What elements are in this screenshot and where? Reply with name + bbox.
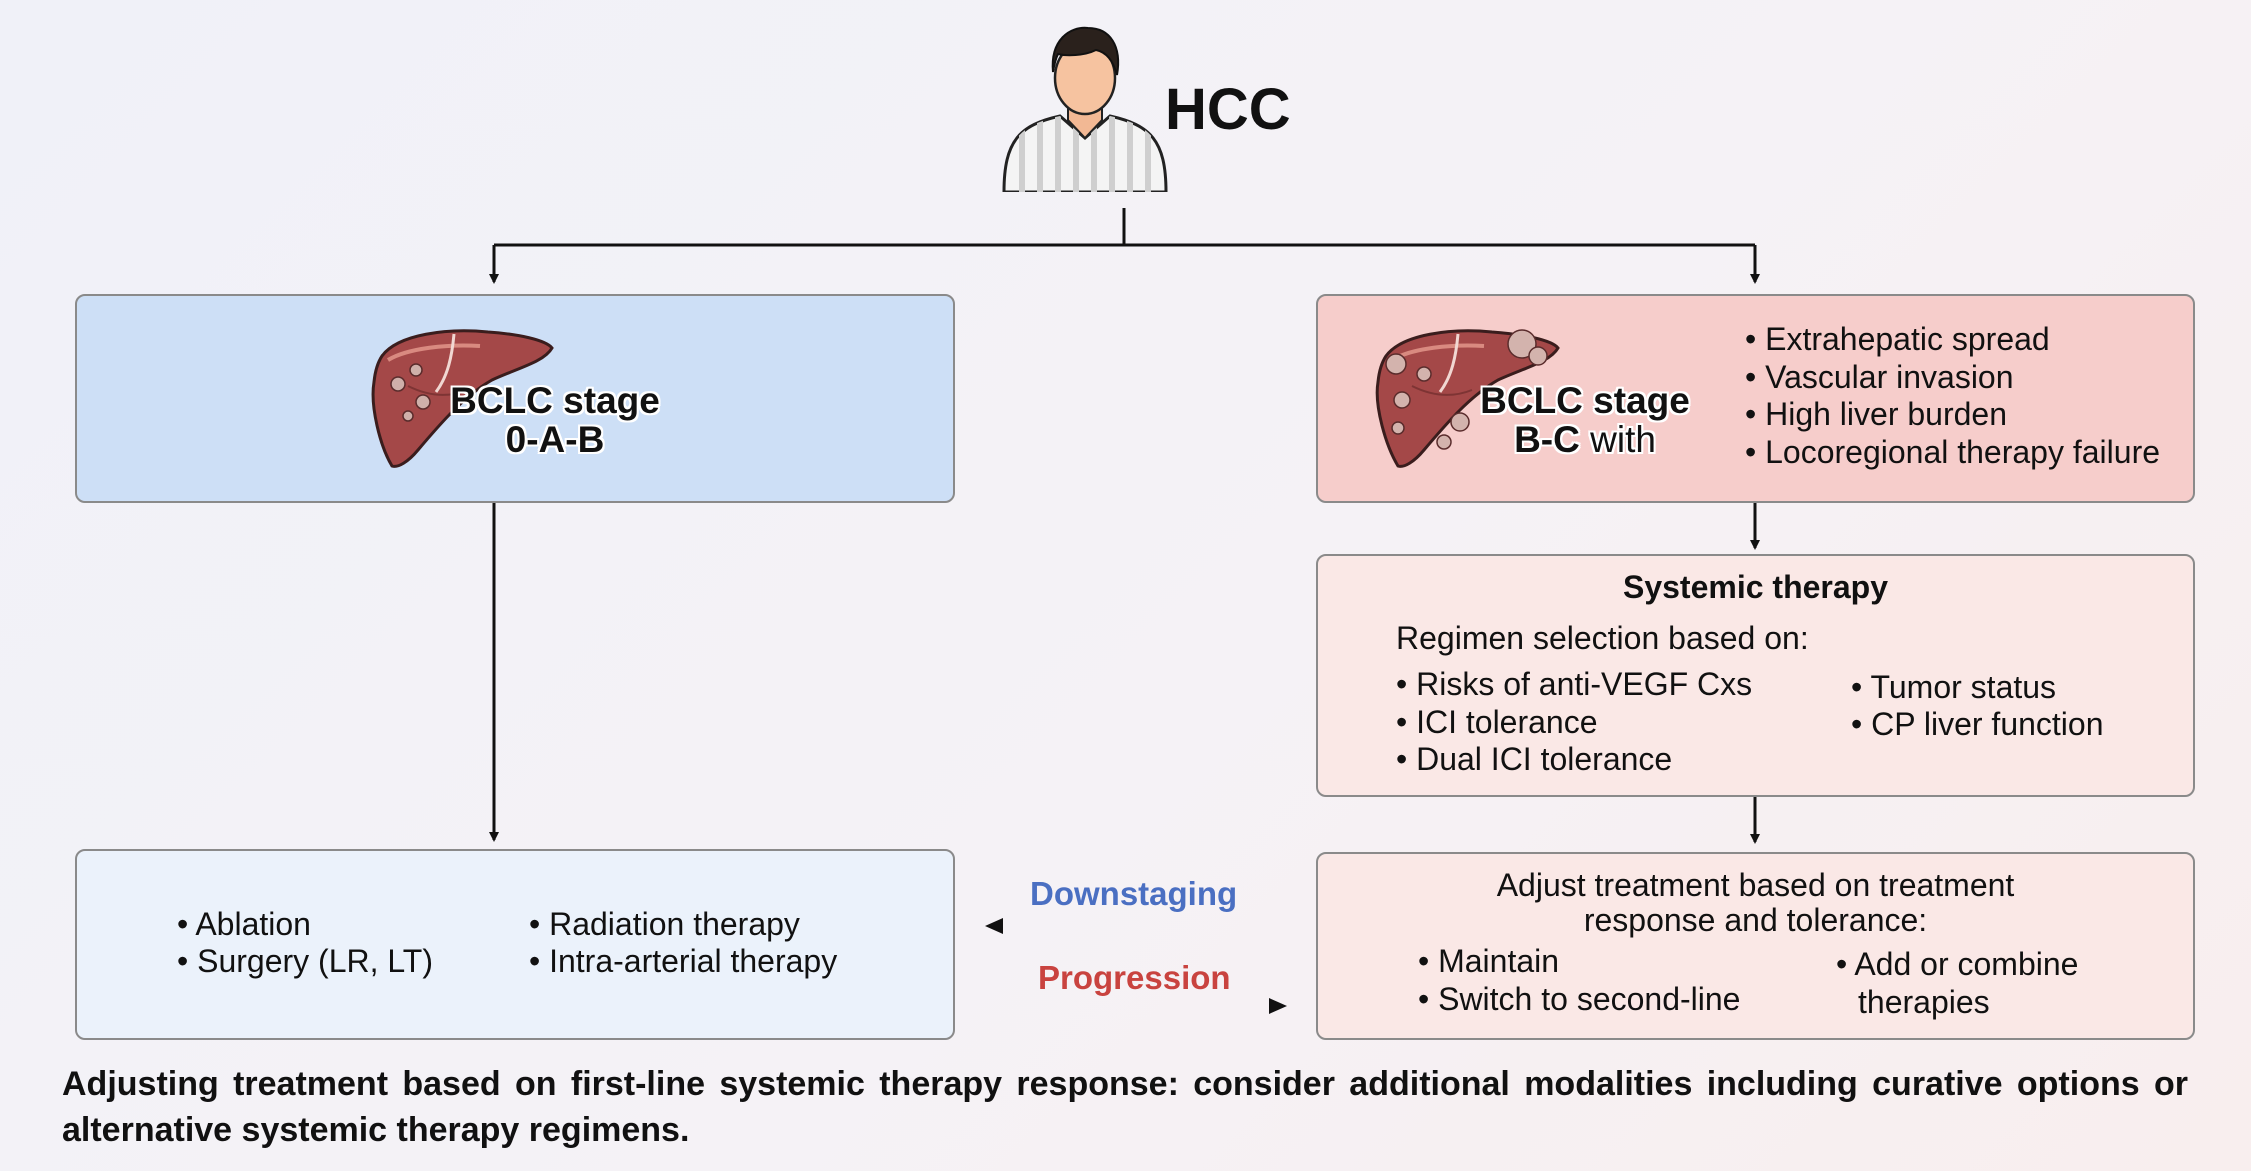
regimen-factor-item: ICI tolerance	[1396, 704, 1597, 740]
regimen-factor-item: Dual ICI tolerance	[1396, 741, 1672, 777]
adjust-option-item: Switch to second-line	[1418, 981, 1740, 1017]
tumor-liver-icon	[1375, 329, 1560, 468]
criteria-item: High liver burden	[1745, 396, 2007, 432]
early-stage-line2: 0-A-B	[505, 418, 605, 460]
advanced-stage-label: BCLC stage B-C with	[1460, 380, 1710, 460]
local-therapy-item: Surgery (LR, LT)	[177, 943, 433, 979]
patient-icon	[1002, 26, 1168, 192]
criteria-item: Locoregional therapy failure	[1745, 434, 2160, 470]
progression-arrow	[985, 998, 1287, 1014]
liver-icon	[371, 329, 554, 468]
progression-label: Progression	[1038, 959, 1231, 996]
advanced-stage-line2-bold: B-C	[1514, 418, 1580, 460]
local-therapy-item: Intra-arterial therapy	[529, 943, 837, 979]
advanced-stage-line1: BCLC stage	[1480, 380, 1690, 421]
adjust-option-item-continued: therapies	[1858, 984, 1990, 1020]
adjust-option-item: Maintain	[1418, 943, 1559, 979]
downstaging-arrow	[985, 918, 1290, 934]
adjust-option-item: Add or combine	[1836, 946, 2078, 982]
patient-label: HCC	[1165, 77, 1291, 142]
criteria-item: Extrahepatic spread	[1745, 321, 2050, 357]
regimen-factor-item: CP liver function	[1851, 706, 2103, 742]
regimen-factor-item: Risks of anti-VEGF Cxs	[1396, 666, 1752, 702]
split-connector	[489, 208, 1760, 284]
adjust-title-line2: response and tolerance:	[1583, 902, 1928, 938]
local-therapy-item: Radiation therapy	[529, 906, 800, 942]
criteria-item: Vascular invasion	[1745, 359, 2013, 395]
advanced-stage-line2-rest: with	[1579, 418, 1656, 460]
downstaging-label: Downstaging	[1030, 875, 1238, 912]
figure-caption: Adjusting treatment based on first-line …	[62, 1065, 2188, 1149]
systemic-therapy-title: Systemic therapy	[1622, 569, 1888, 605]
adjust-title-line1: Adjust treatment based on treatment	[1496, 867, 2015, 903]
early-stage-label: BCLC stage 0-A-B	[430, 380, 680, 460]
systemic-therapy-subtitle: Regimen selection based on:	[1396, 620, 1809, 656]
early-stage-line1: BCLC stage	[450, 380, 660, 421]
local-therapy-item: Ablation	[177, 906, 311, 942]
early-stage-box	[75, 294, 955, 503]
regimen-factor-item: Tumor status	[1851, 669, 2057, 705]
advanced-stage-line2: B-C with	[1460, 418, 1710, 460]
